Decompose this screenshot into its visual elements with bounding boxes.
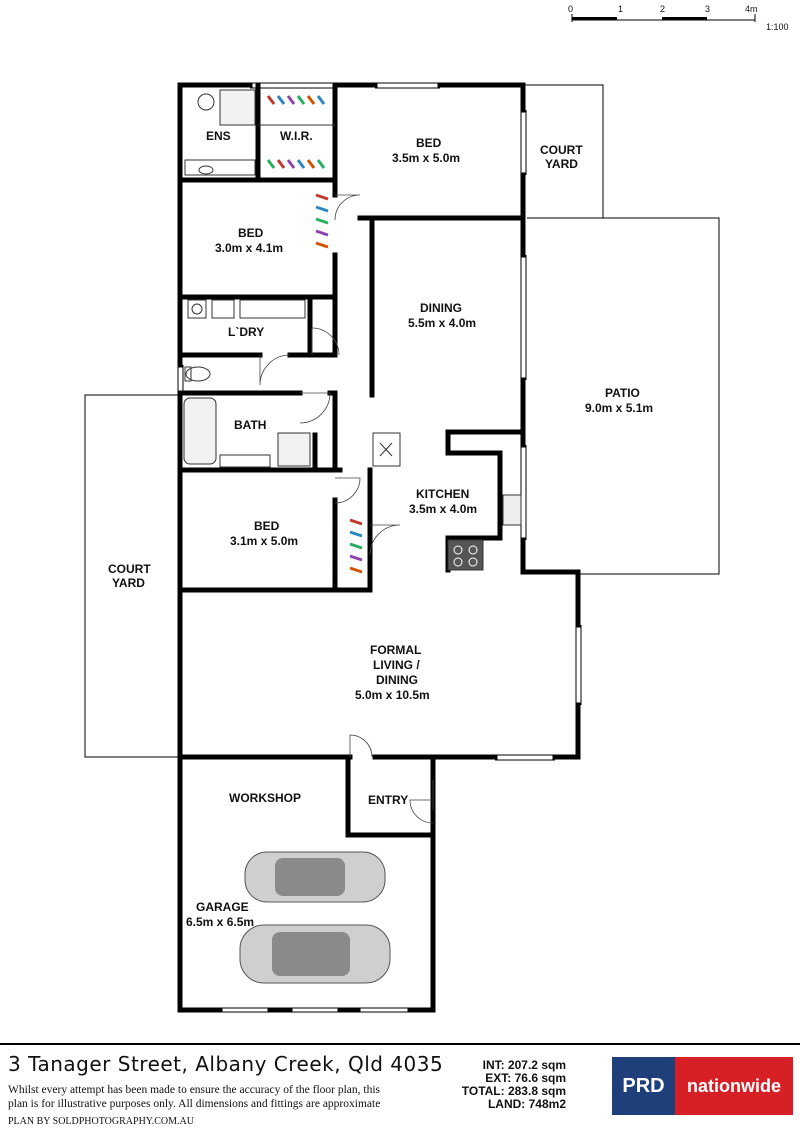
laundry-fixtures [187, 299, 306, 319]
disclaimer-line-1: Whilst every attempt has been made to en… [8, 1084, 381, 1096]
area-land: LAND: 748m2 [487, 1097, 566, 1111]
formal-line3: DINING [376, 673, 418, 687]
bed-2-label: BED [238, 226, 264, 240]
walls [177, 82, 581, 1013]
formal-line2: LIVING / [373, 658, 420, 672]
courtyard-left-line1: COURT [108, 562, 151, 576]
windows [177, 82, 582, 1013]
entry-label: ENTRY [368, 793, 408, 807]
disclaimer: Whilst every attempt has been made to en… [8, 1083, 453, 1111]
ensuite-fixtures [184, 89, 335, 176]
outdoor-outlines [84, 84, 720, 758]
footer-divider [0, 1043, 800, 1045]
bed-master-label: BED [416, 136, 442, 150]
bath-label: BATH [234, 418, 266, 432]
bed-3-size: 3.1m x 5.0m [230, 534, 298, 548]
courtyard-top-line1: COURT [540, 143, 583, 157]
patio-label: PATIO [605, 386, 640, 400]
prd-nationwide-logo: PRD nationwide [612, 1057, 793, 1115]
dining-size: 5.5m x 4.0m [408, 316, 476, 330]
disclaimer-line-2: plan is for illustrative purposes only. … [8, 1098, 381, 1110]
dining-label: DINING [420, 301, 462, 315]
scale-tick-4m: 4m [745, 4, 758, 14]
kitchen-size: 3.5m x 4.0m [409, 502, 477, 516]
kitchen-fixtures [372, 432, 522, 571]
plan-credit: PLAN BY SOLDPHOTOGRAPHY.COM.AU [8, 1116, 194, 1127]
scale-tick-3: 3 [705, 4, 710, 14]
area-int: INT: 207.2 sqm [482, 1058, 566, 1072]
kitchen-label: KITCHEN [416, 487, 469, 501]
area-ext: EXT: 76.6 sqm [485, 1071, 566, 1085]
wardrobe-hangers [266, 95, 363, 574]
formal-line1: FORMAL [370, 643, 421, 657]
courtyard-left-line2: YARD [112, 576, 145, 590]
bed-3-label: BED [254, 519, 280, 533]
formal-size: 5.0m x 10.5m [355, 688, 430, 702]
wir-label: W.I.R. [280, 129, 313, 143]
scale-tick-0: 0 [568, 4, 573, 14]
garage-cars [239, 851, 391, 984]
garage-size: 6.5m x 6.5m [186, 915, 254, 929]
room-labels: ENS W.I.R. BED 3.5m x 5.0m COURT YARD BE… [108, 129, 653, 929]
door-swings [259, 194, 434, 824]
bathroom-fixtures [183, 366, 311, 468]
logo-prd: PRD [612, 1057, 675, 1115]
floor-plan: 0 1 2 3 4m 1:100 [84, 4, 789, 1013]
workshop-label: WORKSHOP [229, 791, 301, 805]
scale-tick-1: 1 [618, 4, 623, 14]
area-summary: INT: 207.2 sqm EXT: 76.6 sqm TOTAL: 283.… [456, 1059, 566, 1111]
courtyard-top-line2: YARD [545, 157, 578, 171]
scale-tick-2: 2 [660, 4, 665, 14]
bed-master-size: 3.5m x 5.0m [392, 151, 460, 165]
garage-label: GARAGE [196, 900, 249, 914]
scale-bar: 0 1 2 3 4m 1:100 [568, 4, 789, 32]
logo-nationwide: nationwide [675, 1057, 793, 1115]
property-address: 3 Tanager Street, Albany Creek, Qld 4035 [8, 1052, 444, 1076]
area-total: TOTAL: 283.8 sqm [461, 1084, 566, 1098]
bed-2-size: 3.0m x 4.1m [215, 241, 283, 255]
scale-ratio: 1:100 [766, 22, 789, 32]
ens-label: ENS [206, 129, 231, 143]
patio-size: 9.0m x 5.1m [585, 401, 653, 415]
laundry-label: L`DRY [228, 325, 264, 339]
